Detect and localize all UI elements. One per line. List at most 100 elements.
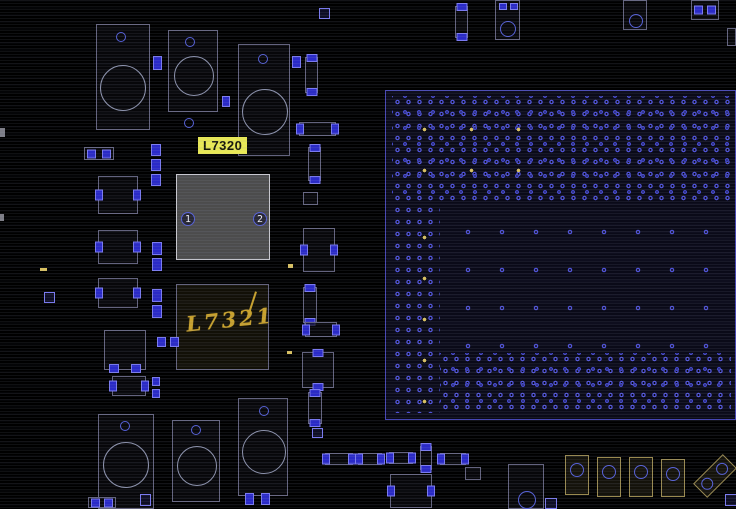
via: [319, 8, 330, 19]
resistor-footprint[interactable]: [325, 453, 353, 465]
ic-footprint[interactable]: [303, 228, 335, 272]
pad: [151, 159, 161, 171]
pad: [152, 305, 162, 318]
test-point-mark: [288, 264, 293, 268]
resistor-footprint[interactable]: [112, 376, 146, 396]
pin-hole: [634, 465, 648, 479]
pad: [292, 56, 301, 68]
resistor-footprint[interactable]: [308, 392, 322, 424]
pin-hole: [191, 425, 201, 435]
capacitor-body-circle: [174, 56, 214, 96]
via: [725, 494, 736, 506]
resistor-footprint[interactable]: [305, 322, 337, 337]
pin-hole: [698, 475, 716, 493]
component-l7321[interactable]: L7321: [176, 284, 275, 370]
bga-ball-field-center-sparse: [440, 204, 731, 353]
pin-hole: [666, 467, 680, 481]
via: [140, 494, 151, 506]
capacitor-body-circle: [242, 430, 286, 474]
resistor-footprint[interactable]: [88, 497, 116, 508]
pad: [151, 174, 161, 186]
board-edge-mark: [0, 214, 4, 221]
capacitor-body-circle: [177, 446, 217, 486]
tantalum-cap-footprint[interactable]: [629, 457, 653, 497]
ic-footprint[interactable]: [98, 278, 138, 308]
pad: [152, 377, 160, 386]
inductor-l7320-body[interactable]: 1 2: [176, 174, 270, 260]
resistor-footprint[interactable]: [691, 0, 719, 20]
capacitor-footprint[interactable]: [303, 192, 318, 205]
connector-footprint[interactable]: [508, 464, 544, 509]
test-point-mark: [287, 351, 292, 354]
pin-hole: [602, 465, 616, 479]
resistor-footprint[interactable]: [84, 147, 114, 160]
diagonal-component-footprint[interactable]: [693, 454, 736, 498]
tantalum-cap-footprint[interactable]: [661, 459, 685, 497]
bga-chip-footprint[interactable]: [385, 90, 736, 420]
capacitor-footprint[interactable]: [238, 398, 288, 496]
bga-ball-field-bottom-overlay: [440, 353, 731, 413]
pin-hole: [116, 32, 126, 42]
pad: [157, 337, 166, 347]
ic-footprint[interactable]: [302, 352, 334, 388]
pin-hole: [570, 463, 584, 477]
ic-footprint[interactable]: [98, 176, 138, 214]
pin-hole: [184, 118, 194, 128]
pad: [510, 3, 518, 10]
connector-footprint[interactable]: [495, 0, 520, 40]
capacitor-footprint[interactable]: [172, 420, 220, 502]
component-label-l7320[interactable]: L7320: [198, 137, 248, 154]
pad: [153, 56, 162, 70]
board-edge-mark: [0, 128, 5, 137]
pin-hole: [518, 491, 536, 509]
pin-2-marker: 2: [253, 212, 267, 226]
pad: [152, 258, 162, 271]
resistor-footprint[interactable]: [305, 57, 318, 93]
via: [545, 498, 557, 509]
pad: [152, 389, 160, 398]
tantalum-cap-footprint[interactable]: [565, 455, 589, 495]
pad: [499, 3, 507, 10]
pin-hole: [120, 421, 130, 431]
ic-footprint[interactable]: [104, 330, 146, 373]
pad: [151, 144, 161, 156]
connector-footprint[interactable]: [623, 0, 647, 30]
pin-hole: [185, 37, 195, 47]
pin-hole: [259, 406, 269, 416]
capacitor-body-circle: [100, 65, 146, 111]
pad: [152, 242, 162, 255]
capacitor-body-circle: [242, 89, 288, 135]
pad: [261, 493, 270, 505]
pin-1-marker: 1: [181, 212, 195, 226]
pad: [245, 493, 254, 505]
resistor-footprint[interactable]: [358, 453, 382, 465]
via: [312, 428, 323, 438]
pad: [222, 96, 230, 107]
capacitor-footprint[interactable]: [465, 467, 481, 480]
capacitor-footprint[interactable]: [168, 30, 218, 112]
via: [44, 292, 55, 303]
pin-hole: [713, 460, 731, 478]
resistor-footprint[interactable]: [727, 28, 736, 46]
ic-footprint[interactable]: [98, 230, 138, 264]
resistor-footprint[interactable]: [440, 453, 466, 465]
resistor-footprint[interactable]: [308, 147, 321, 181]
pin-hole: [258, 54, 268, 64]
bga-ball-field-top-accents: [392, 96, 562, 204]
resistor-footprint[interactable]: [455, 6, 468, 38]
pad: [170, 337, 179, 347]
capacitor-footprint[interactable]: [96, 24, 150, 130]
silkscreen-text-l7321: L7321: [184, 302, 276, 337]
pin-hole: [500, 21, 516, 37]
tantalum-cap-footprint[interactable]: [597, 457, 621, 497]
capacitor-body-circle: [103, 442, 149, 488]
resistor-footprint[interactable]: [299, 122, 336, 136]
pin-hole: [629, 14, 643, 28]
bga-ball-field-left-accents: [392, 204, 440, 413]
test-point-mark: [40, 268, 47, 271]
ic-footprint[interactable]: [390, 474, 432, 508]
resistor-footprint[interactable]: [303, 287, 317, 323]
resistor-footprint[interactable]: [420, 446, 432, 470]
resistor-footprint[interactable]: [389, 452, 413, 464]
